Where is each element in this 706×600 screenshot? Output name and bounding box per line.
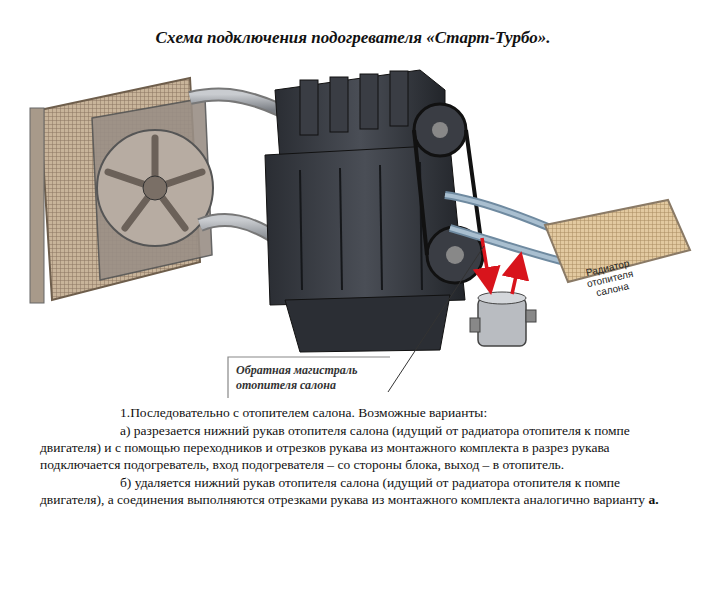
pulley-hub <box>446 246 464 264</box>
radiator-tank <box>30 108 44 303</box>
oil-pan <box>285 295 450 352</box>
engine-block <box>265 145 465 305</box>
heater-hose <box>445 195 560 232</box>
heater-hose <box>445 195 560 232</box>
body-text-bold: а. <box>648 492 658 507</box>
pulley-hub <box>432 122 448 138</box>
title: Схема подключения подогревателя «Старт-Т… <box>0 28 706 48</box>
callout-label: Обратная магистраль отопителя салона <box>232 360 390 396</box>
body-paragraph: б) удаляется нижний рукав отопителя сало… <box>40 474 676 508</box>
callout-frame <box>228 357 390 398</box>
flow-arrow <box>482 238 490 288</box>
upper-hose <box>190 94 280 110</box>
preheater-top <box>478 292 526 304</box>
head-cover-ribs <box>300 71 408 135</box>
preheater-pipe <box>526 310 536 322</box>
block-ribs <box>300 162 422 290</box>
camshaft-pulley <box>414 104 466 156</box>
body-paragraph: 1.Последовательно с отопителем салона. В… <box>40 404 676 421</box>
upper-hose <box>190 94 280 110</box>
leader-line <box>388 246 484 392</box>
fan-blades <box>108 138 202 228</box>
text-body: 1.Последовательно с отопителем салона. В… <box>40 404 676 509</box>
preheater-pipe <box>470 318 480 332</box>
body-text: б) удаляется нижний рукав отопителя сало… <box>40 475 645 507</box>
fan-shroud <box>92 98 212 280</box>
fan-hub <box>143 176 167 200</box>
preheater <box>478 298 526 346</box>
body-paragraph: а) разрезается нижний рукав отопителя са… <box>40 422 676 473</box>
flow-arrow <box>512 258 520 294</box>
fan <box>97 130 213 246</box>
